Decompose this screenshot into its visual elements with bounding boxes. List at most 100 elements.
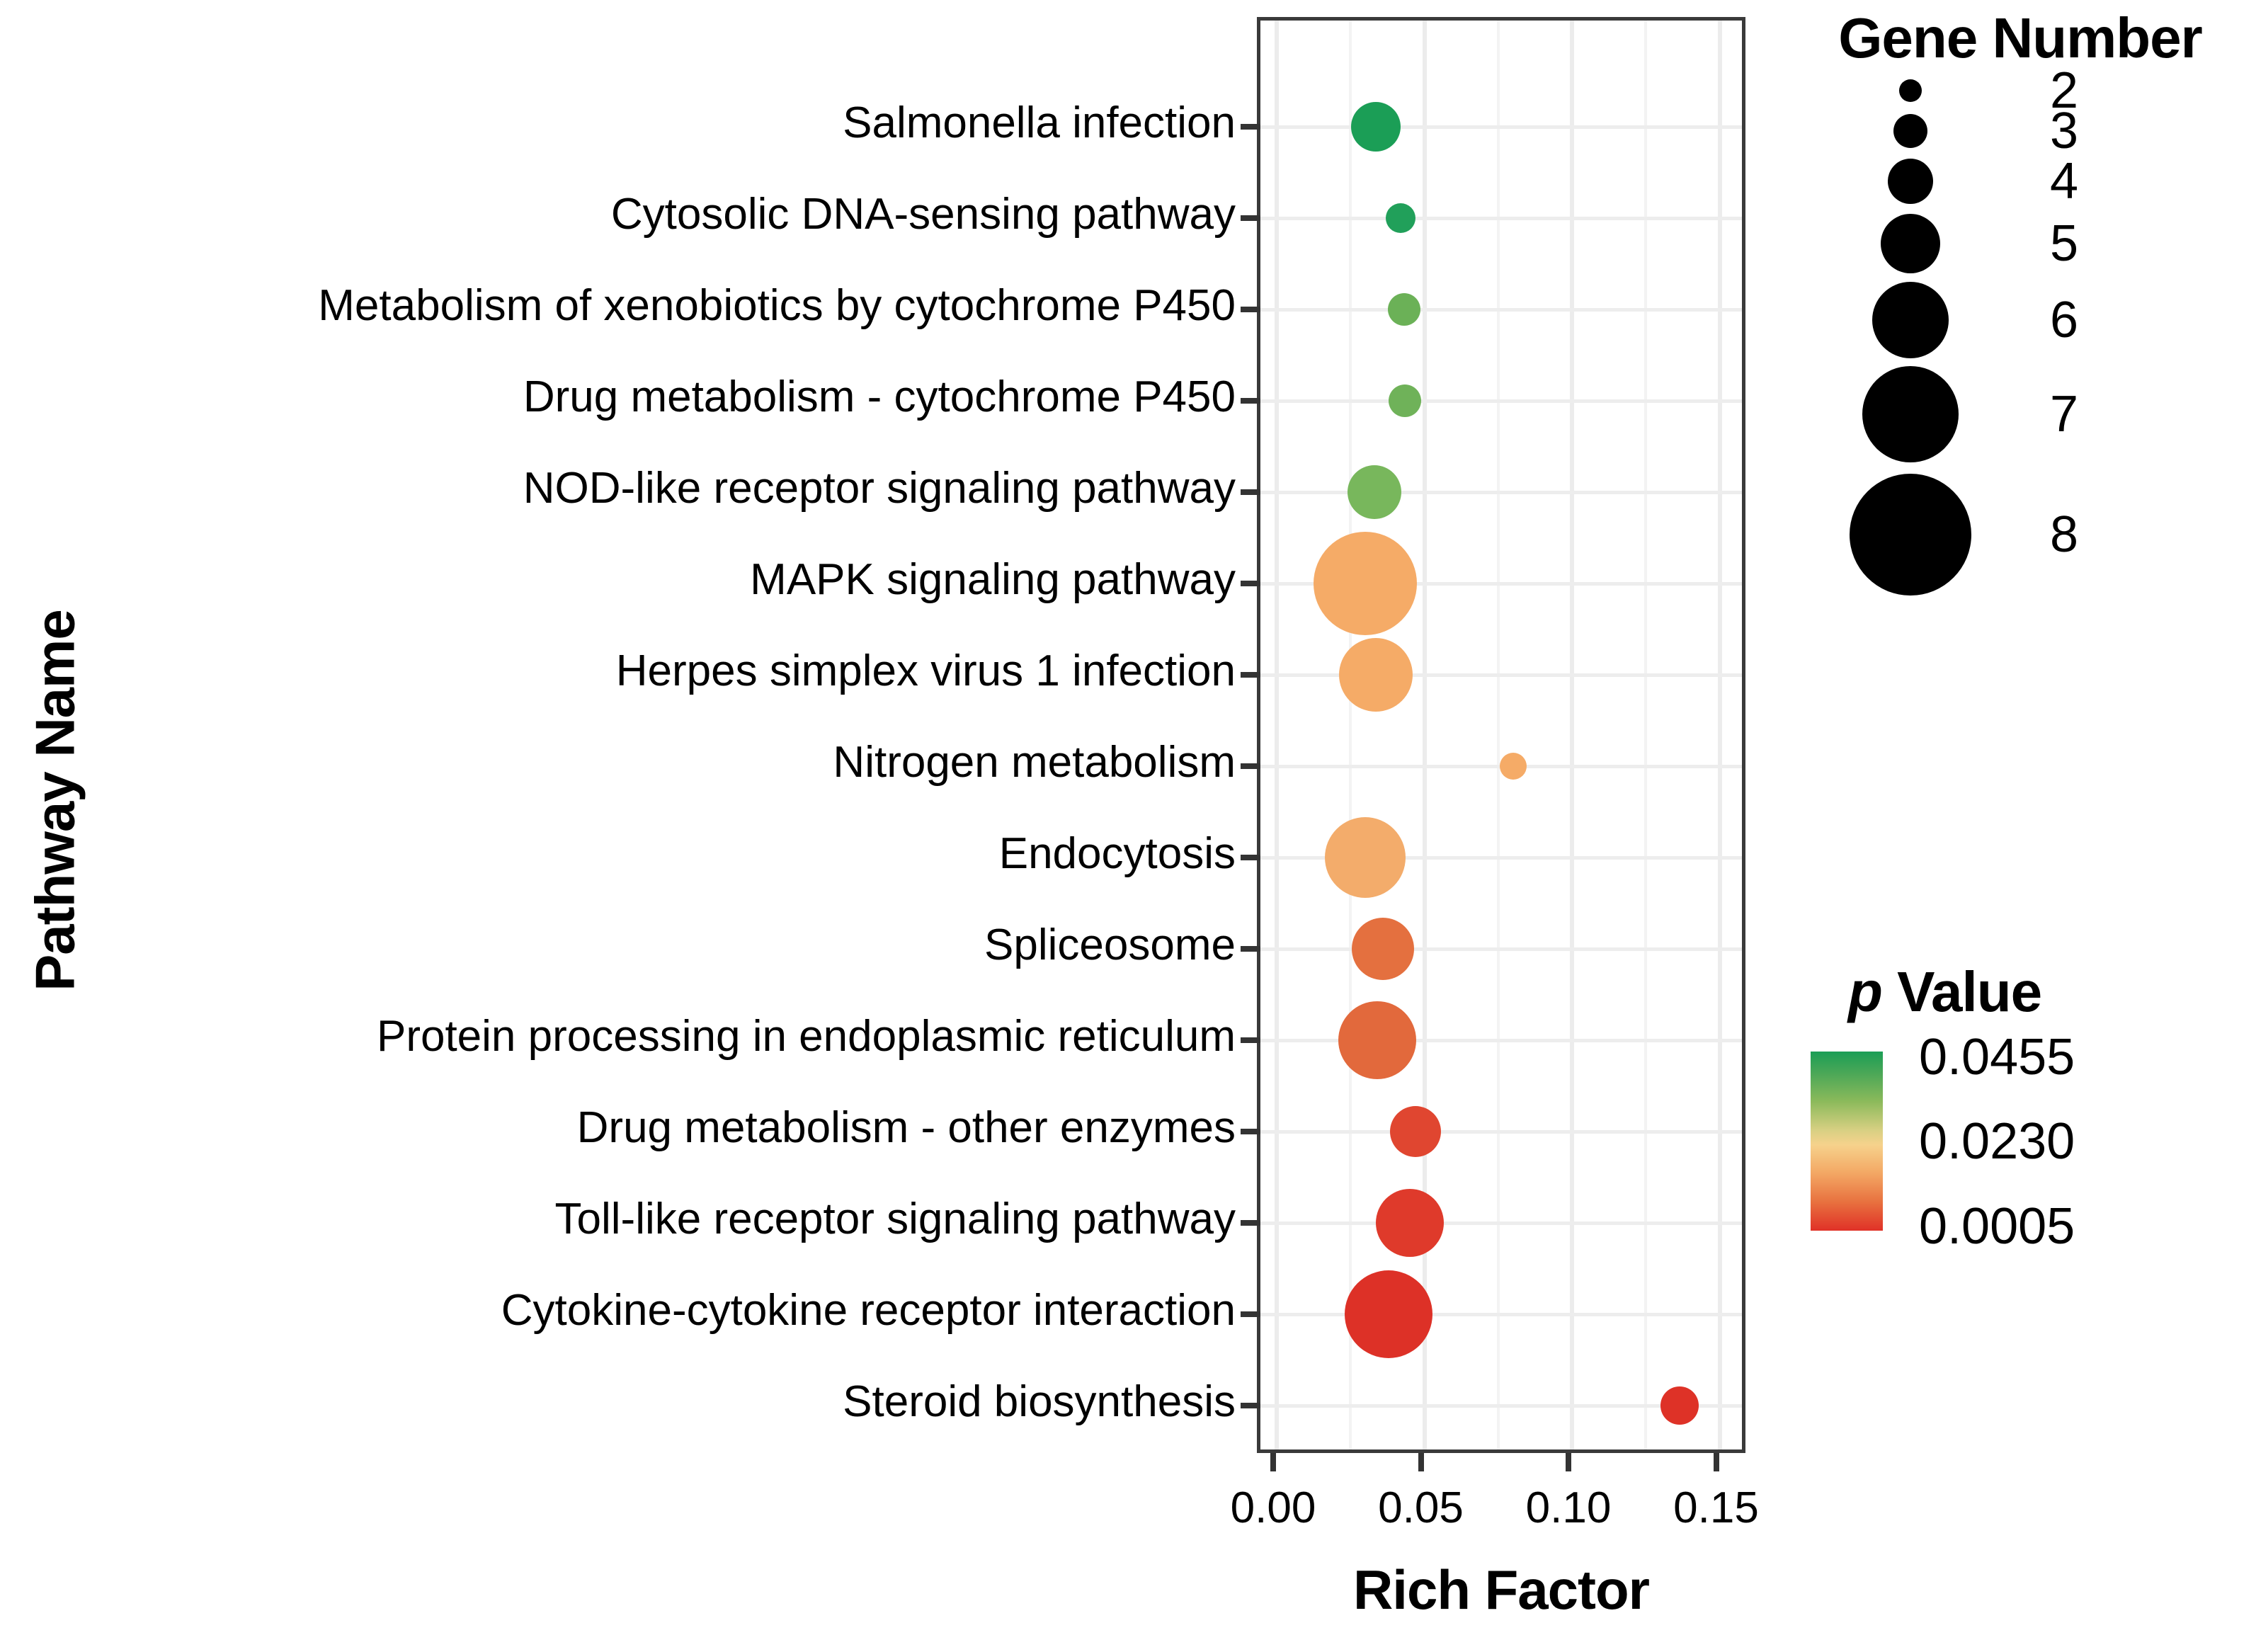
y-gridline [1260,308,1742,312]
y-axis-tick-label: Drug metabolism - cytochrome P450 [523,372,1236,421]
p-value-legend-label: 0.0005 [1919,1198,2075,1255]
data-point-bubble[interactable] [1314,532,1418,635]
gene-number-legend-dot [1850,474,1971,596]
x-axis-tick-label: 0.15 [1673,1483,1759,1532]
gene-number-legend-dot [1893,114,1927,148]
y-gridline [1260,1404,1742,1408]
y-axis-tick-label: Metabolism of xenobiotics by cytochrome … [318,281,1236,330]
y-gridline [1260,399,1742,403]
p-value-legend-label: 0.0230 [1919,1112,2075,1170]
y-axis-tick [1241,581,1260,586]
y-axis-tick-label: Herpes simplex virus 1 infection [615,646,1236,695]
data-point-bubble[interactable] [1388,293,1421,326]
y-axis-tick [1241,672,1260,678]
x-axis-tick [1566,1453,1571,1471]
p-value-legend-title-italic: p [1848,960,1883,1023]
x-gridline-minor [1644,21,1648,1449]
y-axis-tick [1241,489,1260,495]
data-point-bubble[interactable] [1325,817,1406,898]
p-value-legend: p Value 0.0455 0.0230 0.0005 [1784,921,2256,1652]
data-point-bubble[interactable] [1389,1106,1441,1157]
y-axis-tick-label: Cytosolic DNA-sensing pathway [610,190,1236,239]
y-axis-tick-label: Drug metabolism - other enzymes [576,1103,1236,1152]
y-axis-tick [1241,1037,1260,1043]
y-axis-tick-label: NOD-like receptor signaling pathway [523,464,1236,513]
p-value-legend-label: 0.0455 [1919,1029,2075,1086]
gene-number-legend-title: Gene Number [1838,6,2203,69]
y-gridline [1260,217,1742,220]
y-gridline [1260,491,1742,494]
y-axis-tick [1241,307,1260,312]
data-point-bubble[interactable] [1352,918,1415,980]
gene-number-legend-dot [1862,366,1959,462]
x-axis-title: Rich Factor [1352,1559,1650,1621]
gene-number-legend-dot [1872,282,1949,358]
p-value-colorbar [1811,1052,1883,1231]
data-point-bubble[interactable] [1375,1189,1444,1257]
x-axis-tick [1270,1453,1276,1471]
y-axis-tick-label: MAPK signaling pathway [750,555,1236,604]
data-point-bubble[interactable] [1347,465,1401,519]
gene-number-legend-label: 5 [2050,215,2079,272]
x-gridline-major [1422,21,1427,1449]
y-axis-tick [1241,946,1260,952]
x-axis-tick [1713,1453,1719,1471]
gene-number-legend-dot [1899,79,1922,102]
y-axis-tick-label: Spliceosome [984,921,1236,969]
y-axis-tick-label: Protein processing in endoplasmic reticu… [376,1012,1236,1061]
y-gridline [1260,125,1742,129]
y-axis-tick [1241,215,1260,221]
plot-panel [1241,17,1745,1453]
gene-number-legend-label: 4 [2050,153,2079,210]
gene-number-legend-label: 3 [2050,103,2079,159]
y-axis-tick-label: Toll-like receptor signaling pathway [554,1195,1236,1243]
x-gridline-minor [1349,21,1352,1449]
y-gridline [1260,582,1742,586]
data-point-bubble[interactable] [1338,638,1413,712]
p-value-legend-title-rest: Value [1881,960,2042,1023]
y-axis-tick-label: Endocytosis [998,829,1236,878]
y-gridline [1260,1130,1742,1134]
gene-number-legend-label: 2 [2050,62,2079,119]
data-point-bubble[interactable] [1388,384,1421,417]
y-gridline [1260,856,1742,860]
y-axis-tick [1241,1129,1260,1134]
x-gridline-major [1570,21,1574,1449]
data-point-bubble[interactable] [1350,102,1401,152]
data-point-bubble[interactable] [1386,203,1416,233]
y-axis-tick [1241,1311,1260,1317]
x-gridline-major [1275,21,1279,1449]
y-axis-tick [1241,763,1260,769]
y-gridline [1260,947,1742,951]
y-axis-tick-label: Steroid biosynthesis [843,1377,1236,1426]
y-gridline [1260,1039,1742,1042]
data-point-bubble[interactable] [1338,1001,1416,1079]
gene-number-legend-label: 8 [2050,506,2079,563]
y-axis-tick-label: Cytokine-cytokine receptor interaction [501,1286,1236,1335]
data-point-bubble[interactable] [1660,1386,1699,1425]
y-gridline [1260,1221,1742,1225]
y-axis-tick-label: Salmonella infection [843,98,1236,147]
gene-number-legend-dot [1888,159,1933,204]
data-point-bubble[interactable] [1345,1270,1433,1358]
y-axis-tick-label: Nitrogen metabolism [833,738,1236,787]
y-axis-tick [1241,1220,1260,1226]
y-axis-title: Pathway Name [23,610,86,991]
y-gridline [1260,1313,1742,1316]
data-point-bubble[interactable] [1499,753,1527,780]
x-gridline-major [1717,21,1722,1449]
x-gridline-minor [1496,21,1500,1449]
x-axis-tick [1418,1453,1424,1471]
y-axis-tick [1241,1403,1260,1408]
y-axis-tick [1241,124,1260,130]
y-gridline [1260,673,1742,677]
y-axis-tick [1241,855,1260,860]
x-axis-tick-label: 0.05 [1378,1483,1464,1532]
gene-number-legend-dot [1881,214,1940,273]
p-value-legend-title: p Value [1848,959,2042,1025]
gene-number-legend-label: 7 [2050,386,2079,443]
x-axis-tick-label: 0.10 [1525,1483,1612,1532]
y-axis-tick [1241,398,1260,404]
